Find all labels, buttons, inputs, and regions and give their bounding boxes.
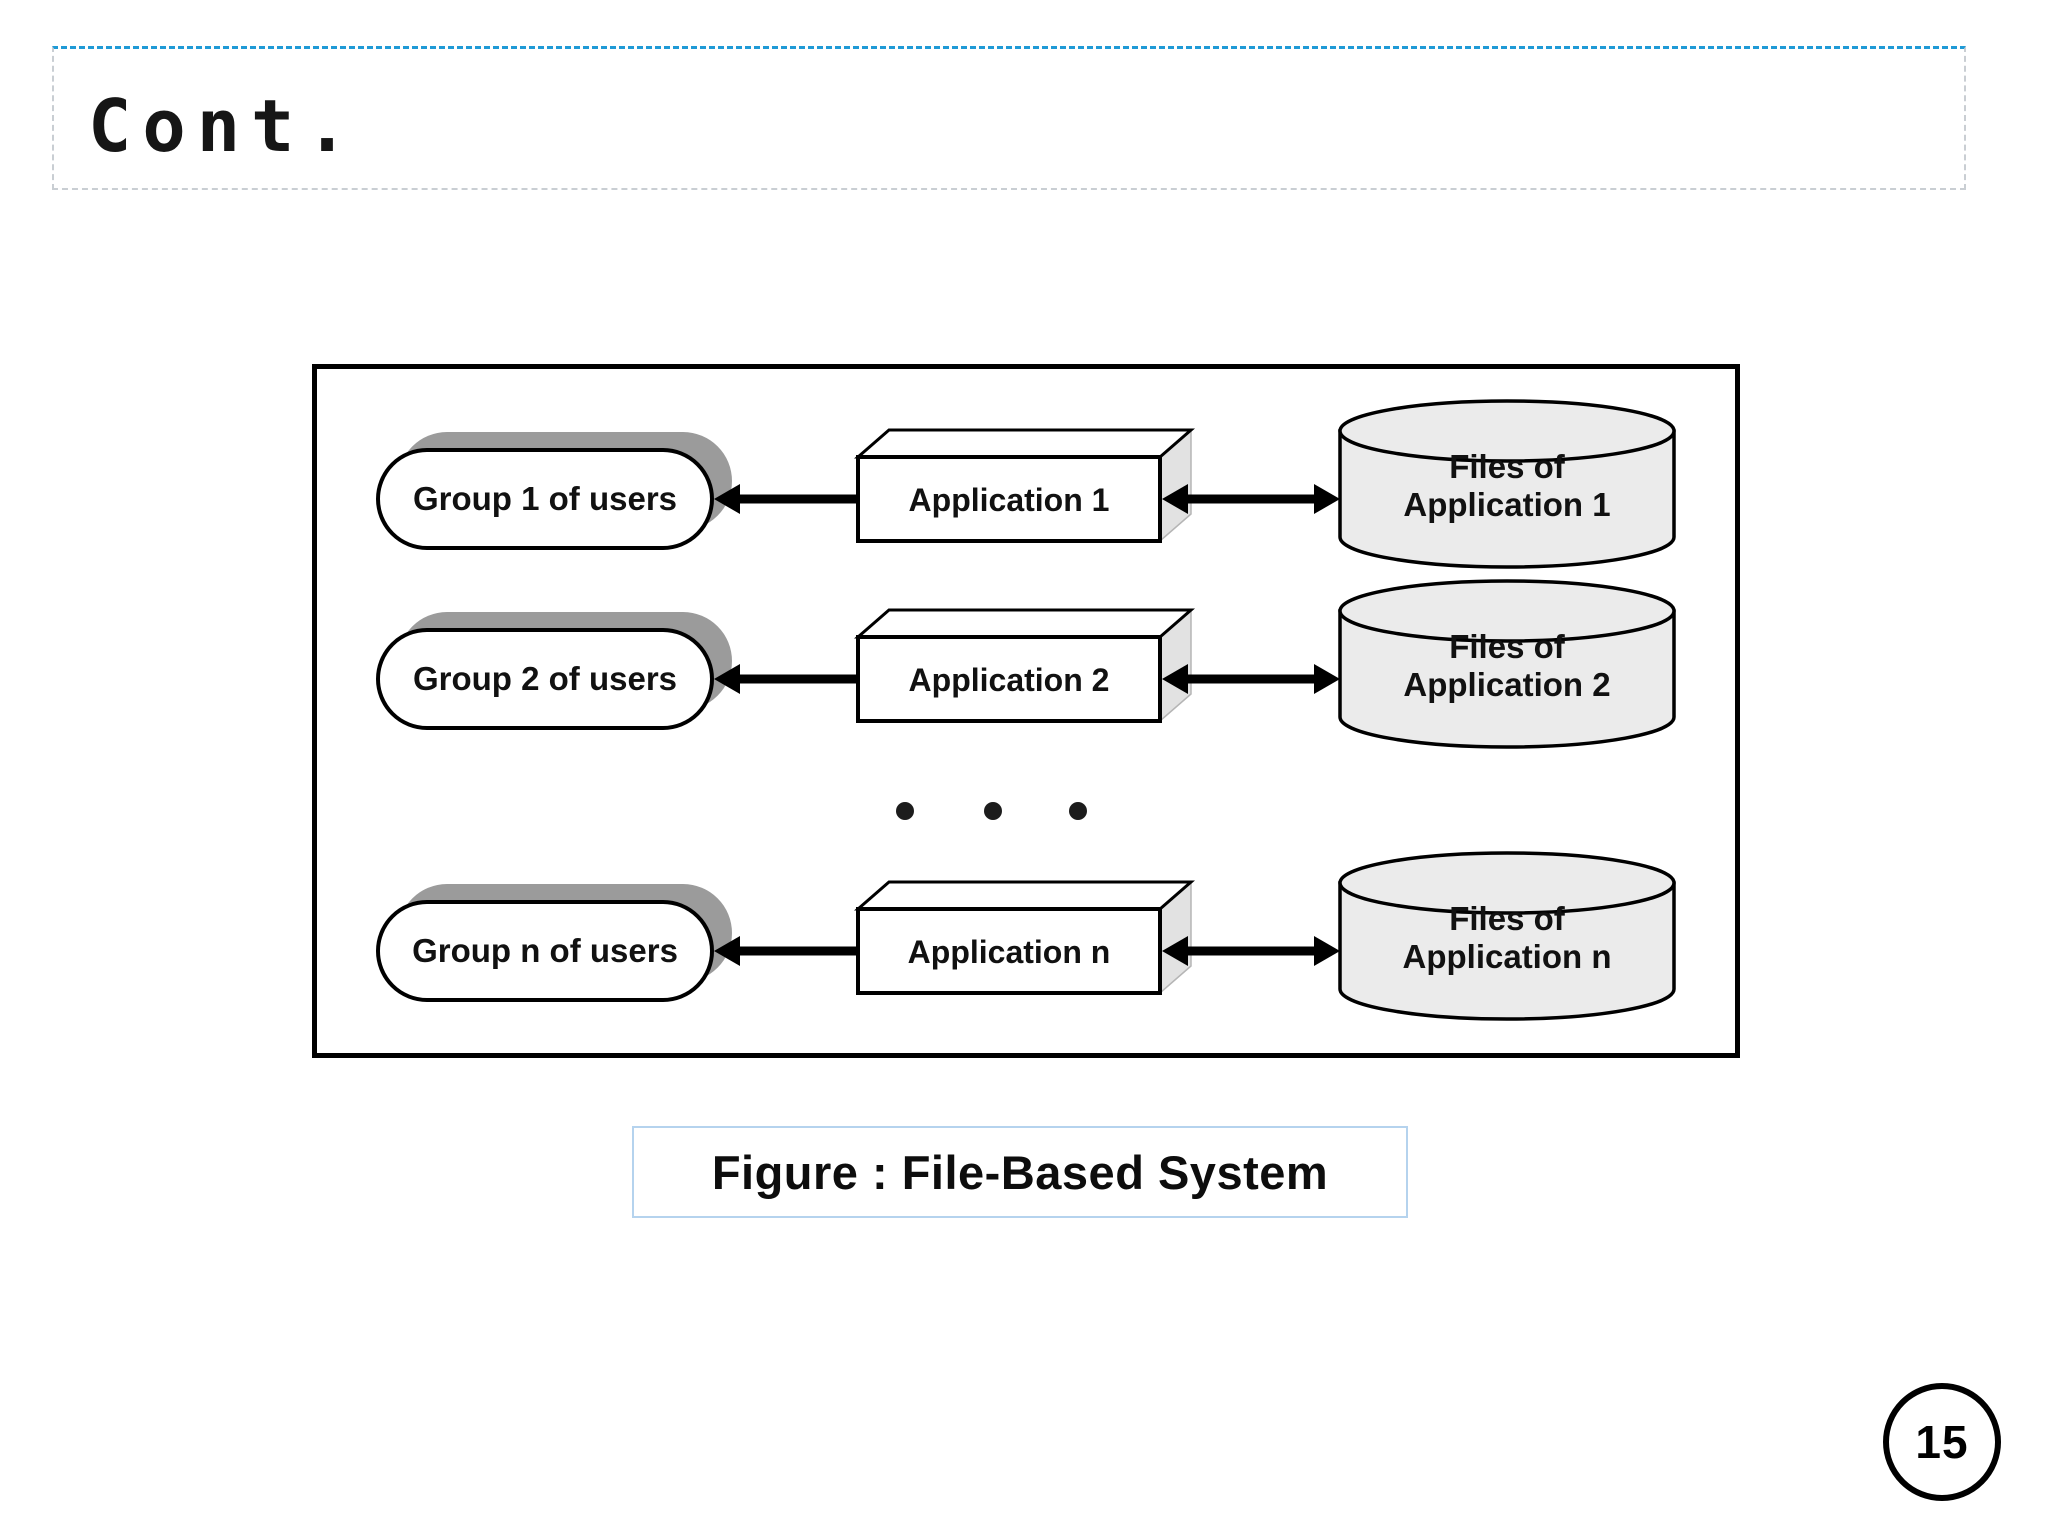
cylinder-body xyxy=(1338,609,1676,749)
application-n-label: Application n xyxy=(908,934,1111,970)
files-2-label-line1: Files of xyxy=(1449,628,1566,665)
arrowhead-right-icon xyxy=(1314,936,1340,966)
files-1-cylinder: Files of Application 1 xyxy=(1338,399,1676,569)
application-2-label: Application 2 xyxy=(909,662,1110,698)
group-n-shape: Group n of users xyxy=(376,884,732,1002)
arrow-app1-to-group1 xyxy=(714,484,858,514)
file-based-system-diagram[interactable]: Group 1 of users Application 1 xyxy=(312,364,1740,1058)
group-2-shape: Group 2 of users xyxy=(376,612,732,730)
arrowhead-left-icon xyxy=(714,936,740,966)
application-n-shape: Application n xyxy=(853,880,1196,995)
arrowhead-left-icon xyxy=(714,484,740,514)
box-front-face xyxy=(856,455,1162,543)
group-2-stadium xyxy=(376,628,714,730)
dot-icon xyxy=(1069,802,1087,820)
figure-caption[interactable]: Figure : File-Based System xyxy=(632,1126,1408,1218)
files-2-label-line2: Application 2 xyxy=(1403,666,1610,703)
group-1-stadium xyxy=(376,448,714,550)
application-1-shape: Application 1 xyxy=(853,428,1196,543)
cylinder-body xyxy=(1338,429,1676,569)
arrow-app2-files2 xyxy=(1162,664,1340,694)
dot-icon xyxy=(896,802,914,820)
group-1-shape: Group 1 of users xyxy=(376,432,732,550)
arrow-appn-to-groupn xyxy=(714,936,858,966)
cylinder-top xyxy=(1338,579,1676,643)
files-1-label-line2: Application 1 xyxy=(1403,486,1610,523)
figure-caption-text: Figure : File-Based System xyxy=(711,1145,1329,1199)
box-top-face xyxy=(853,880,1196,911)
arrowhead-left-icon xyxy=(1162,484,1188,514)
box-top-face xyxy=(853,428,1196,459)
arrowhead-right-icon xyxy=(1314,664,1340,694)
page-number-badge: 15 xyxy=(1883,1383,2001,1501)
cylinder-top xyxy=(1338,399,1676,463)
dot-icon xyxy=(984,802,1002,820)
application-2-shape: Application 2 xyxy=(853,608,1196,723)
diagram-canvas: Group 1 of users Application 1 xyxy=(312,364,1740,1058)
arrowhead-right-icon xyxy=(1314,484,1340,514)
cylinder-body xyxy=(1338,881,1676,1021)
group-1-label: Group 1 of users xyxy=(413,480,677,517)
page-number-text: 15 xyxy=(1915,1416,1969,1468)
files-n-label-line1: Files of xyxy=(1449,900,1566,937)
diagram-row-2: Group 2 of users Application 2 xyxy=(376,579,1676,749)
files-n-cylinder: Files of Application n xyxy=(1338,851,1676,1021)
group-2-label: Group 2 of users xyxy=(413,660,677,697)
cylinder-top xyxy=(1338,851,1676,915)
application-1-label: Application 1 xyxy=(909,482,1110,518)
files-1-label-line1: Files of xyxy=(1449,448,1566,485)
diagram-row-1: Group 1 of users Application 1 xyxy=(376,399,1676,569)
group-n-label: Group n of users xyxy=(412,932,678,969)
arrow-app2-to-group2 xyxy=(714,664,858,694)
group-n-stadium xyxy=(376,900,714,1002)
box-front-face xyxy=(856,907,1162,995)
box-top-face xyxy=(853,608,1196,639)
arrow-app1-files1 xyxy=(1162,484,1340,514)
arrow-appn-filesn xyxy=(1162,936,1340,966)
arrowhead-left-icon xyxy=(1162,664,1188,694)
arrowhead-left-icon xyxy=(714,664,740,694)
files-n-label-line2: Application n xyxy=(1403,938,1612,975)
box-front-face xyxy=(856,635,1162,723)
ellipsis-dots xyxy=(896,802,1087,820)
slide-title: Cont. xyxy=(88,83,360,168)
arrowhead-left-icon xyxy=(1162,936,1188,966)
diagram-row-n: Group n of users Application n xyxy=(376,851,1676,1021)
title-placeholder[interactable]: Cont. xyxy=(52,46,1966,190)
files-2-cylinder: Files of Application 2 xyxy=(1338,579,1676,749)
